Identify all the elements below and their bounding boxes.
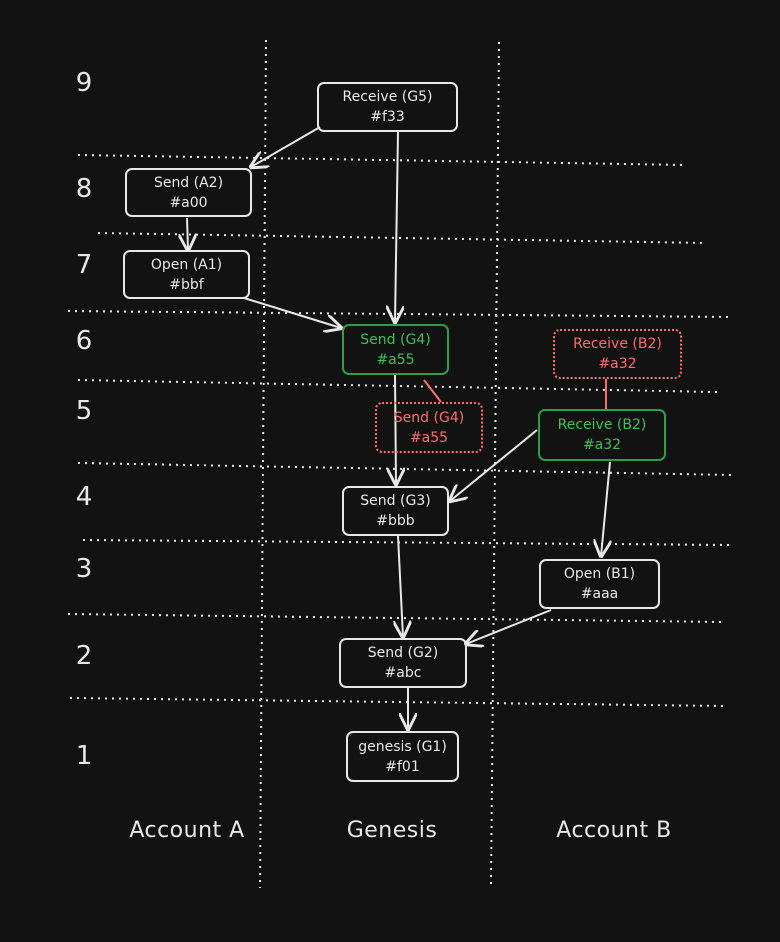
row-divider-8-7 (97, 232, 707, 244)
arrow-g3-to-g2 (398, 535, 403, 637)
arrow-g4-to-g3 (395, 374, 396, 484)
column-label-genesis: Genesis (346, 818, 438, 843)
node-hash: #a32 (582, 437, 622, 453)
node-title: Send (G2) (367, 645, 439, 661)
row-number-6: 6 (75, 326, 93, 356)
node-hash: #f01 (385, 758, 420, 775)
row-divider-6-5 (77, 379, 718, 393)
node-send-g2[interactable]: Send (G2) #abc (339, 638, 467, 688)
row-divider-4-3 (82, 539, 733, 546)
arrow-a1-to-g4 (243, 297, 341, 328)
column-divider-left (259, 39, 267, 889)
row-number-3: 3 (75, 554, 93, 584)
node-title: Send (G4) (360, 331, 431, 348)
arrow-g5-to-a2 (251, 126, 321, 167)
node-open-b1[interactable]: Open (B1) #aaa (539, 559, 660, 609)
row-divider-9-8 (77, 154, 687, 166)
node-open-a1[interactable]: Open (A1) #bbf (123, 250, 250, 299)
arrow-a2-to-a1 (187, 217, 188, 250)
node-send-g3[interactable]: Send (G3) #bbb (342, 486, 449, 536)
node-send-a2[interactable]: Send (A2) #a00 (125, 168, 252, 217)
node-genesis-g1[interactable]: genesis (G1) #f01 (346, 731, 459, 782)
row-divider-2-1 (69, 697, 726, 707)
node-title: Receive (B2) (573, 336, 662, 352)
row-divider-3-2 (67, 613, 726, 623)
row-divider-7-6 (67, 310, 733, 318)
node-title: genesis (G1) (358, 738, 447, 755)
node-hash: #a32 (598, 356, 637, 372)
node-receive-b2-fork[interactable]: Receive (B2) #a32 (553, 329, 682, 379)
node-title: Send (A2) (153, 174, 224, 191)
column-label-account-b: Account B (556, 818, 672, 843)
row-number-7: 7 (75, 250, 93, 280)
node-hash: #a00 (169, 194, 208, 211)
arrow-b1-to-g2 (466, 609, 552, 644)
row-divider-5-4 (77, 462, 733, 476)
node-title: Receive (B2) (557, 417, 647, 433)
node-hash: #abc (384, 665, 422, 681)
node-receive-b2[interactable]: Receive (B2) #a32 (538, 409, 666, 461)
node-hash: #bbf (169, 276, 204, 293)
arrow-b2-to-b1 (601, 461, 610, 556)
node-hash: #bbb (376, 513, 415, 529)
node-title: Receive (G5) (342, 89, 433, 105)
node-receive-g5[interactable]: Receive (G5) #f33 (317, 82, 458, 132)
row-number-8: 8 (75, 174, 93, 204)
node-send-g4-fork[interactable]: Send (G4) #a55 (375, 402, 483, 453)
row-number-5: 5 (75, 396, 93, 426)
row-number-9: 9 (75, 68, 93, 98)
row-number-2: 2 (75, 641, 93, 671)
node-send-g4[interactable]: Send (G4) #a55 (342, 324, 449, 375)
node-hash: #a55 (409, 429, 449, 446)
arrow-b2-to-g3 (450, 429, 538, 501)
row-number-4: 4 (75, 482, 93, 512)
row-number-1: 1 (75, 741, 93, 771)
column-label-account-a: Account A (129, 818, 245, 843)
node-title: Send (G3) (360, 493, 431, 509)
node-hash: #aaa (580, 586, 619, 602)
connector-g4-fork (423, 379, 442, 403)
node-title: Send (G4) (393, 409, 465, 426)
node-title: Open (B1) (563, 566, 636, 582)
node-hash: #f33 (370, 109, 405, 125)
arrow-g5-to-g4 (395, 131, 398, 322)
node-title: Open (A1) (150, 256, 223, 273)
node-hash: #a55 (376, 351, 415, 368)
